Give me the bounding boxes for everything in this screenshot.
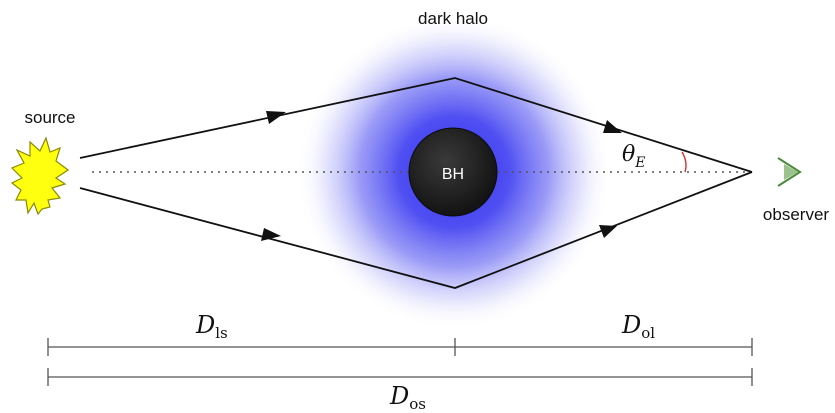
light-rays (79, 77, 753, 289)
dark-halo-label: dark halo (418, 9, 488, 28)
lower-ray (79, 171, 753, 289)
d-ls-label: Dls (195, 311, 228, 342)
lower-left-arrow (261, 228, 281, 241)
star-burst-icon (10, 136, 70, 216)
observer-label: observer (763, 205, 829, 224)
d-ol-label: Dol (621, 311, 655, 342)
source-label: source (24, 108, 75, 127)
d-os-label: Dos (389, 382, 426, 413)
ray-arrows (261, 111, 622, 241)
lower-right-arrow (599, 225, 617, 238)
upper-left-arrow (266, 111, 286, 124)
theta-e-label: θE (622, 142, 645, 171)
upper-right-arrow (603, 120, 622, 133)
einstein-angle-arc (681, 151, 687, 173)
bh-label: BH (442, 166, 464, 183)
eye-triangle-icon (777, 157, 802, 187)
distance-scale (47, 338, 753, 386)
black-hole (408, 127, 498, 217)
upper-ray (79, 77, 753, 173)
